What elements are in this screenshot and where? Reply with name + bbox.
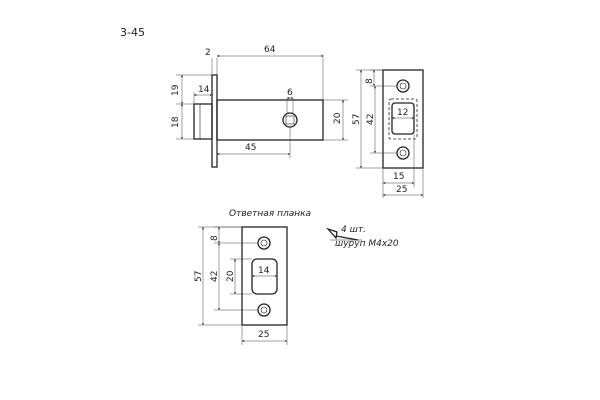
- dim-bolt-height: 18: [171, 116, 181, 128]
- dim-spindle: 6: [287, 88, 293, 98]
- faceplate-front-view: 8 57 42 12 15 25: [352, 69, 424, 198]
- dim-top-offset: 19: [171, 84, 181, 96]
- screw-callout: 4 шт. шуруп М4х20: [325, 225, 399, 249]
- faceplate-bottom-hole: [396, 146, 410, 160]
- latch-body: [216, 99, 324, 141]
- dim-strike-height: 57: [194, 271, 204, 282]
- spindle-square: [285, 115, 295, 125]
- spindle-hole: [282, 112, 298, 128]
- faceplate-top-hole: [396, 79, 410, 93]
- dim-faceplate-height: 57: [352, 114, 362, 125]
- dim-body-height: 20: [333, 112, 343, 124]
- strike-plate-view: 8 57 42 20 14 25: [194, 226, 288, 345]
- screw-count: 4 шт.: [341, 225, 366, 235]
- dim-strike-slot-width: 14: [258, 266, 270, 276]
- strike-plate-title: Ответная планка: [229, 209, 311, 219]
- strike-bottom-hole: [257, 303, 271, 317]
- latch-faceplate-edge: [211, 74, 218, 168]
- latch-side-view: 2 64 19 18 14 6 20 45: [171, 45, 348, 168]
- dim-strike-hole-offset: 8: [210, 235, 220, 241]
- dim-length: 64: [264, 45, 276, 55]
- dim-faceplate-slot-offset: 15: [393, 172, 404, 182]
- strike-plate-outline: [241, 226, 288, 326]
- screw-label: шуруп М4х20: [335, 239, 399, 249]
- dim-strike-hole-spacing: 42: [210, 271, 220, 282]
- strike-slot: [251, 258, 278, 295]
- model-number: 3-45: [120, 26, 145, 39]
- dim-strike-slot-height: 20: [226, 270, 236, 282]
- dim-plate-thickness: 2: [205, 48, 211, 58]
- dim-faceplate-hole-offset: 8: [365, 78, 375, 84]
- dim-faceplate-slot-width: 12: [397, 108, 408, 118]
- dim-strike-width: 25: [258, 330, 269, 340]
- dim-faceplate-width: 25: [396, 185, 407, 195]
- faceplate-outline: [382, 69, 424, 169]
- latch-bolt: [193, 103, 213, 140]
- screw-icon: [325, 227, 338, 240]
- dim-backset: 45: [245, 143, 256, 153]
- strike-top-hole: [257, 236, 271, 250]
- dim-bolt-length: 14: [198, 85, 210, 95]
- dim-faceplate-hole-spacing: 42: [366, 114, 376, 125]
